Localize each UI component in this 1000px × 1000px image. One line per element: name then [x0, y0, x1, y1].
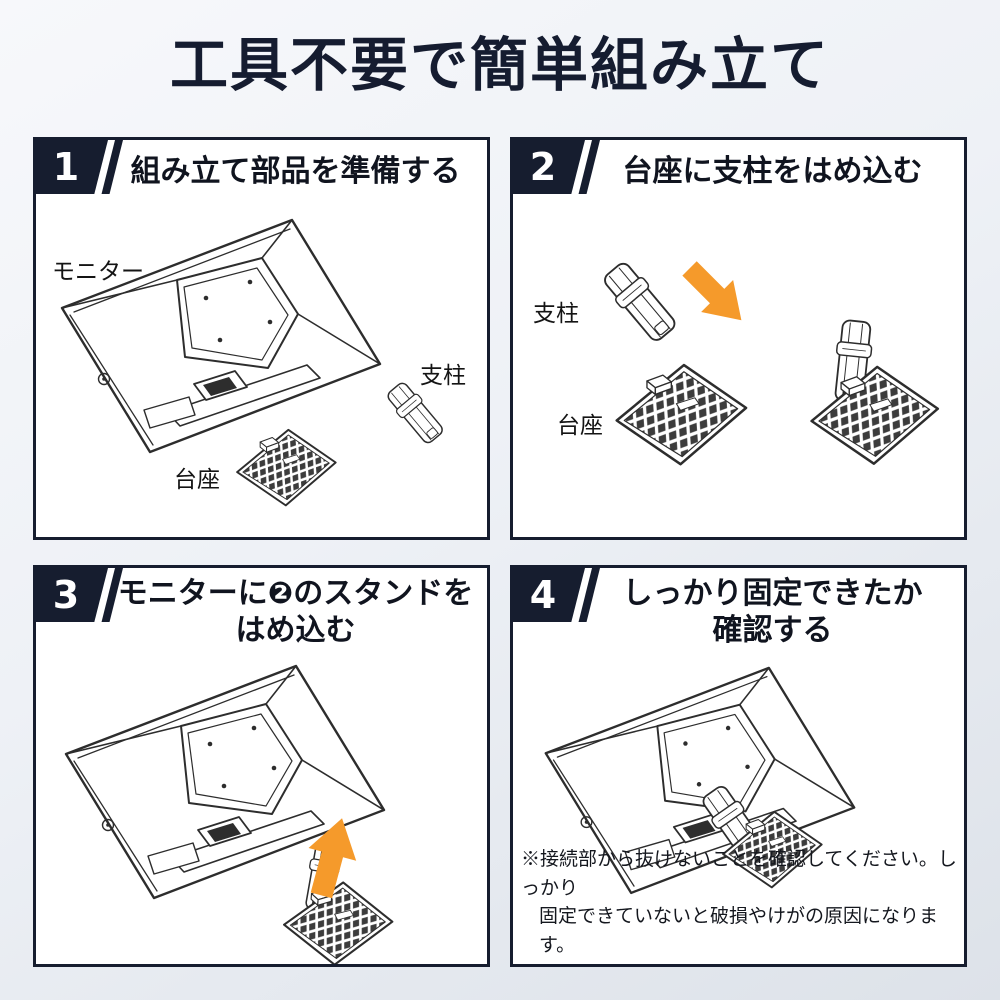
- step-2-heading: 台座に支柱をはめ込む: [622, 154, 923, 189]
- arrow-down-right-icon: [673, 252, 758, 337]
- label-pillar: 支柱: [533, 301, 579, 327]
- page-title: 工具不要で簡単組み立て: [169, 31, 830, 99]
- panel-step-4: 4 しっかり固定できたか 確認する ※接続部から抜けないことを確認してください。…: [510, 565, 967, 967]
- base-part-drawing: [236, 428, 337, 507]
- step-2-number-badge: 2: [513, 140, 585, 194]
- panel-step-2: 2 台座に支柱をはめ込む 支柱 台座: [510, 137, 967, 540]
- step-3-number-badge: 3: [36, 568, 108, 622]
- pillar-part-drawing: [598, 257, 682, 347]
- caution-note-line1: ※接続部から抜けないことを確認してください。しっかり: [521, 848, 957, 899]
- step-1-header: 1 組み立て部品を準備する: [36, 140, 487, 210]
- label-monitor: モニター: [52, 259, 144, 285]
- step-1-number-badge: 1: [36, 140, 108, 194]
- assembled-stand-drawing: [812, 319, 938, 463]
- step-1-number: 1: [52, 145, 80, 189]
- step-3-header: 3 モニターに❷のスタンドを はめ込む: [36, 568, 487, 660]
- label-base: 台座: [557, 413, 603, 439]
- caution-note-line2: 固定できていないと破損やけがの原因になります。: [539, 905, 939, 956]
- step-4-number: 4: [529, 573, 557, 617]
- step-2-drawing: [598, 252, 964, 466]
- base-part-drawing: [615, 363, 748, 466]
- step-3-heading: モニターに❷のスタンドを はめ込む: [36, 568, 487, 649]
- step-3-illustration: [36, 660, 487, 964]
- label-base: 台座: [174, 467, 220, 493]
- panel-step-1: 1 組み立て部品を準備する モニター 支柱 台座: [33, 137, 490, 540]
- steps-grid: 1 組み立て部品を準備する モニター 支柱 台座 2: [33, 137, 967, 967]
- step-1-heading: 組み立て部品を準備する: [130, 154, 461, 189]
- step-4-number-badge: 4: [513, 568, 585, 622]
- step-2-header: 2 台座に支柱をはめ込む: [513, 140, 964, 210]
- step-4-heading: しっかり固定できたか 確認する: [513, 568, 964, 649]
- step-1-illustration: モニター 支柱 台座: [36, 210, 487, 537]
- caution-note: ※接続部から抜けないことを確認してください。しっかり 固定できていないと破損やけ…: [521, 845, 960, 959]
- step-4-header: 4 しっかり固定できたか 確認する: [513, 568, 964, 660]
- step-4-heading-line1: しっかり固定できたか: [622, 576, 923, 611]
- step-4-illustration: ※接続部から抜けないことを確認してください。しっかり 固定できていないと破損やけ…: [513, 660, 964, 964]
- step-3-number: 3: [52, 573, 80, 617]
- panel-step-3: 3 モニターに❷のスタンドを はめ込む: [33, 565, 490, 967]
- step-2-illustration: 支柱 台座: [513, 210, 964, 537]
- step-3-heading-line1: モニターに❷のスタンドを: [117, 576, 474, 611]
- label-pillar: 支柱: [420, 363, 466, 389]
- step-4-heading-line2: 確認する: [712, 612, 833, 648]
- step-3-heading-line2: はめ込む: [235, 612, 356, 648]
- step-2-number: 2: [529, 145, 557, 189]
- step-3-drawing: [64, 664, 487, 964]
